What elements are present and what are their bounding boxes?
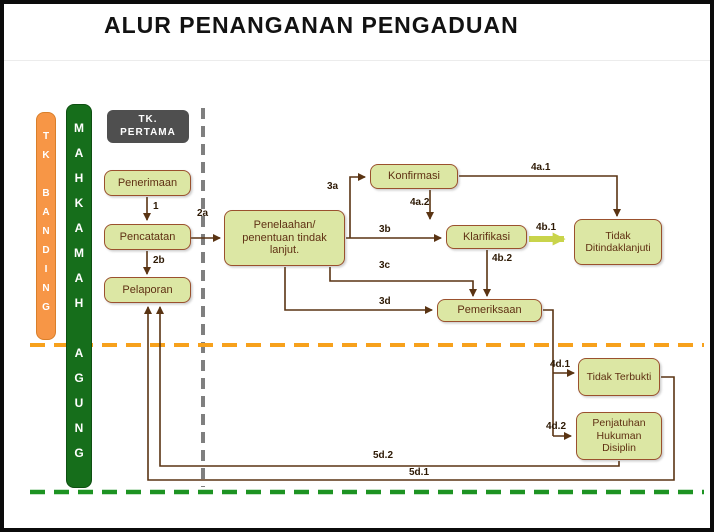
edge-label-4b2: 4b.2: [492, 253, 513, 264]
edge-label-3b: 3b: [379, 224, 391, 235]
edge-label-4a1: 4a.1: [531, 162, 551, 173]
header-divider: [0, 60, 714, 61]
lane-tk-pertama: TK. PERTAMA: [107, 110, 189, 143]
edge-label-5d2: 5d.2: [373, 450, 394, 461]
node-penerimaan: Penerimaan: [104, 170, 191, 196]
edge-label-3d: 3d: [379, 296, 391, 307]
node-penjatuhan-hukuman-disiplin: Penjatuhan Hukuman Disiplin: [576, 412, 662, 460]
node-pencatatan: Pencatatan: [104, 224, 191, 250]
node-pelaporan: Pelaporan: [104, 277, 191, 303]
lane-tk-banding: TK BANDING: [36, 112, 56, 340]
lane-tk-pertama-line2: PERTAMA: [120, 126, 176, 138]
edge-label-2a: 2a: [197, 208, 209, 219]
edge-label-4d2: 4d.2: [546, 421, 567, 432]
edge-label-3c: 3c: [379, 260, 391, 271]
lane-mahkamah-agung-label: MAHKAMAH AGUNG: [72, 121, 86, 471]
edge-label-4d1: 4d.1: [550, 359, 571, 370]
lane-mahkamah-agung: MAHKAMAH AGUNG: [66, 104, 92, 488]
edge-label-4b1: 4b.1: [536, 222, 557, 233]
edge-label-2b: 2b: [153, 255, 165, 266]
edge-5d1: [144, 306, 675, 481]
edge-label-3a: 3a: [327, 181, 339, 192]
edge-label-4a2: 4a.2: [410, 197, 430, 208]
edge-label-5d1: 5d.1: [409, 467, 430, 478]
edge-5d2: [156, 306, 620, 467]
node-klarifikasi: Klarifikasi: [446, 225, 527, 249]
edge-3c: [329, 267, 477, 297]
edge-3d: [284, 267, 433, 314]
edge-4d-trunk: [543, 309, 554, 436]
diagram-title: ALUR PENANGANAN PENGADUAN: [104, 12, 519, 38]
lane-tk-banding-label: TK BANDING: [40, 131, 52, 321]
edge-label-1: 1: [153, 201, 159, 212]
node-tidak-ditindaklanjuti: Tidak Ditindaklanjuti: [574, 219, 662, 265]
edge-3a: [349, 173, 366, 238]
node-penelaahan: Penelaahan/ penentuan tindak lanjut.: [224, 210, 345, 266]
node-konfirmasi: Konfirmasi: [370, 164, 458, 189]
node-pemeriksaan: Pemeriksaan: [437, 299, 542, 322]
node-tidak-terbukti: Tidak Terbukti: [578, 358, 660, 396]
edge-4a1: [459, 175, 621, 217]
lane-tk-pertama-line1: TK.: [138, 114, 158, 125]
